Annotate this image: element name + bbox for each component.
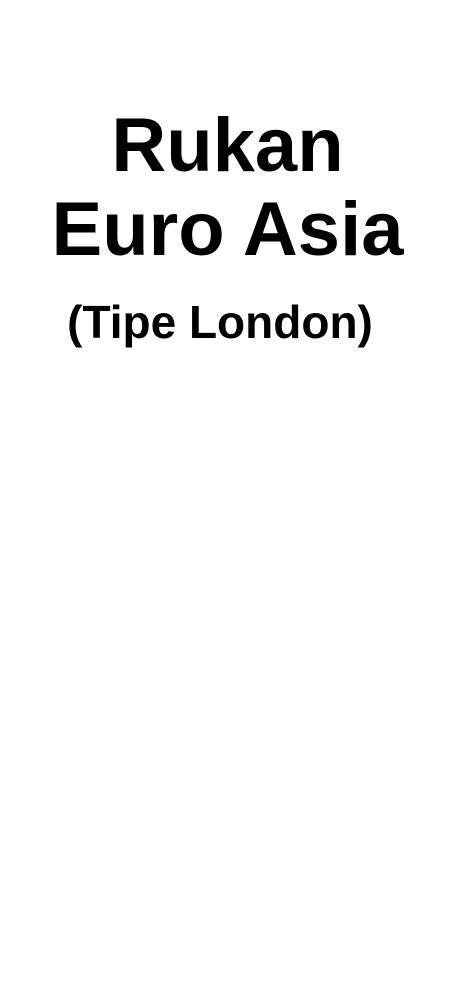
title-line-1: Rukan (111, 103, 344, 188)
page-subtitle: (Tipe London) (67, 296, 373, 348)
page-title: Rukan Euro Asia (0, 104, 455, 272)
title-line-2: Euro Asia (51, 187, 404, 272)
